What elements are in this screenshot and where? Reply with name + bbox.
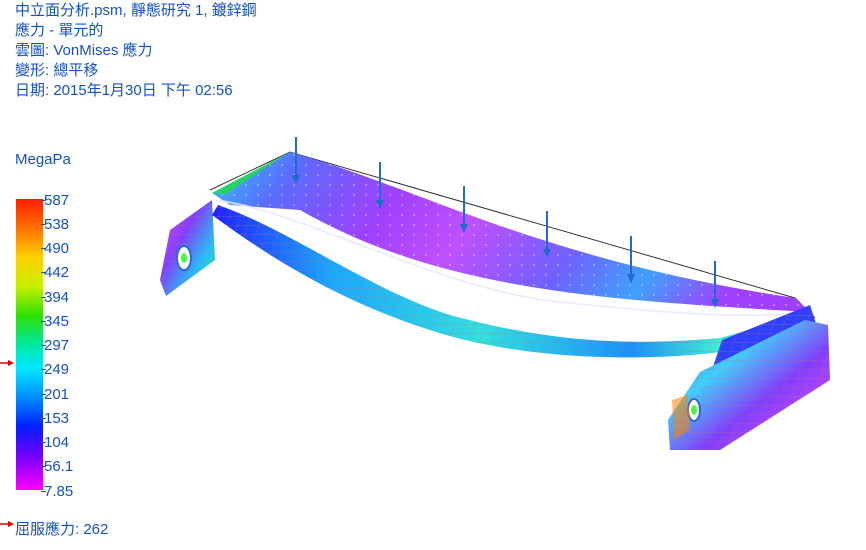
load-arrow-icon bbox=[460, 186, 468, 233]
left-mount-flange bbox=[160, 200, 215, 296]
legend-tick: 394 bbox=[40, 289, 70, 306]
legend-tick: 7.85 bbox=[40, 483, 74, 500]
legend-tick: 345 bbox=[40, 313, 70, 330]
result-title-line: 中立面分析.psm, 靜態研究 1, 鍍鋅鋼 bbox=[15, 2, 257, 19]
load-arrow-icon bbox=[376, 162, 384, 209]
right-mount-flange bbox=[668, 305, 830, 450]
load-arrow-icon bbox=[627, 236, 635, 283]
yield-stress-label: 屈服應力: 262 bbox=[15, 521, 109, 538]
result-date: 日期: 2015年1月30日 下午 02:56 bbox=[15, 82, 233, 99]
legend-tick: 201 bbox=[40, 386, 70, 403]
legend-tick: 538 bbox=[40, 216, 70, 233]
load-arrow-icon bbox=[543, 211, 551, 258]
legend-tick: 249 bbox=[40, 361, 70, 378]
beam-web-surface bbox=[212, 199, 813, 358]
result-contour-type: 雲圖: VonMises 應力 bbox=[15, 42, 153, 59]
legend-tick: 297 bbox=[40, 337, 70, 354]
legend-tick: 56.1 bbox=[40, 458, 74, 475]
yield-marker-icon bbox=[0, 360, 14, 366]
load-arrows bbox=[292, 137, 719, 308]
legend-tick: 490 bbox=[40, 240, 70, 257]
legend-tick: 587 bbox=[40, 192, 70, 209]
load-arrow-icon bbox=[292, 137, 300, 184]
beam-top-surface bbox=[212, 152, 810, 312]
legend-unit: MegaPa bbox=[15, 151, 71, 168]
legend-tick: 153 bbox=[40, 410, 70, 427]
load-arrow-icon bbox=[711, 261, 719, 308]
result-stress-type: 應力 - 單元的 bbox=[15, 22, 104, 39]
legend-tick: 442 bbox=[40, 264, 70, 281]
result-deformation-type: 變形: 總平移 bbox=[15, 62, 99, 79]
yield-marker-icon bbox=[0, 521, 14, 527]
legend-tick: 104 bbox=[40, 434, 70, 451]
stress-color-bar bbox=[16, 199, 43, 490]
